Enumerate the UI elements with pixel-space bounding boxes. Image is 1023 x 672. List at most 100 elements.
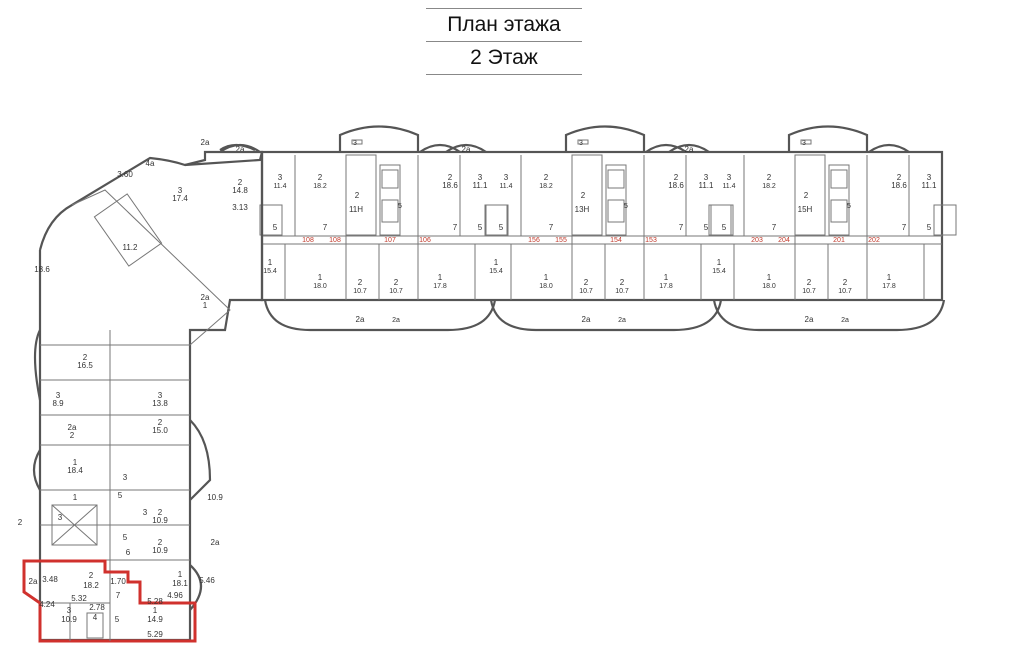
apartment-number: 202 (868, 237, 880, 244)
room-label: 1 (717, 258, 722, 267)
room-label: 2a (685, 145, 694, 154)
room-label: 11.1 (699, 181, 715, 190)
apartment-room-label: 1 (153, 606, 158, 615)
room-label: 10.7 (353, 288, 367, 295)
apartment-room-label: 5.32 (71, 594, 87, 603)
room-label: 5 (118, 491, 123, 500)
room-outline (605, 164, 627, 236)
apartment-number: 201 (833, 237, 845, 244)
room-label: 14.8 (232, 186, 248, 195)
room-label: 1 (887, 273, 892, 282)
apartment-room-label: 4.96 (167, 591, 183, 600)
room-label: 3 (56, 391, 61, 400)
vertical-wing-outline (38, 420, 192, 642)
room-label: 3 (504, 173, 509, 182)
room-label: 10.9 (152, 516, 168, 525)
room-label: 5 (722, 223, 727, 232)
apartment-room-label: 7 (116, 591, 121, 600)
room-label: 18.2 (313, 183, 327, 190)
room-label: 5 (123, 533, 128, 542)
elevator (830, 169, 848, 189)
apartment-room-label: 3 (67, 606, 72, 615)
room-label: 1 (767, 273, 772, 282)
apartment-room-label: 18.2 (83, 581, 99, 590)
room-label: 2 (158, 538, 163, 547)
room-label: 7 (902, 223, 907, 232)
apartment-number: 203 (751, 237, 763, 244)
section-label: 11Н (349, 205, 363, 214)
room-label: 3 (353, 140, 357, 147)
room-label: 2 (620, 278, 625, 287)
balcony-2a (868, 143, 910, 153)
room-label: 3 (178, 186, 183, 195)
room-label: 18.6 (442, 181, 458, 190)
room-label: 2a (201, 138, 210, 147)
room-label: 2a (356, 315, 365, 324)
apartment-room-label: 1 (178, 570, 183, 579)
apartment-number: 107 (384, 237, 396, 244)
room-label: 2a (211, 538, 220, 547)
balcony-2a (668, 143, 710, 153)
room-label: 2a (805, 315, 814, 324)
room-label: 3.13 (232, 203, 248, 212)
room-outline (708, 204, 732, 236)
room-label: 2 (358, 278, 363, 287)
section-label: 15Н (798, 205, 813, 214)
room-outline (828, 164, 850, 236)
room-label: 15.0 (152, 426, 168, 435)
room-outline (571, 154, 603, 236)
room-label: 2 (83, 353, 88, 362)
room-label: 18.2 (762, 183, 776, 190)
plan-title-block: План этажа 2 Этаж (426, 8, 582, 75)
elevator (830, 199, 848, 223)
bays (32, 329, 212, 611)
apartment-number: 156 (528, 237, 540, 244)
room-label: 17.4 (172, 194, 188, 203)
room-label: 2 (581, 191, 586, 200)
room-label: 18.4 (67, 466, 83, 475)
apartment-room-label: 5.46 (199, 576, 215, 585)
room-outline (485, 204, 509, 236)
room-label: 18.6 (891, 181, 907, 190)
apartment-number: 155 (555, 237, 567, 244)
room-label: 11.4 (722, 183, 735, 190)
room-label: 13.8 (152, 399, 168, 408)
bottom-bay (712, 299, 946, 332)
room-label: 2 (18, 518, 23, 527)
apartment-room-label: 14.9 (147, 615, 163, 624)
room-label: 7 (679, 223, 684, 232)
apartment-number: 153 (645, 237, 657, 244)
apartment-room-label: 1.70 (110, 577, 126, 586)
elevator (381, 199, 399, 223)
room-outline (933, 204, 957, 236)
apartment-number: 106 (419, 237, 431, 244)
room-label: 10.7 (615, 288, 629, 295)
room-label: 18.2 (539, 183, 553, 190)
room-label: 5 (499, 223, 504, 232)
apartment-room-label: 5.29 (147, 630, 163, 639)
room-label: 1 (268, 258, 273, 267)
room-label: 3 (478, 173, 483, 182)
room-label: 15.4 (489, 268, 503, 275)
room-label: 2a (392, 317, 400, 324)
room-label: 6 (126, 548, 131, 557)
left-wing-outline (184, 150, 264, 420)
bottom-bay (489, 299, 723, 332)
apartment-number: 108 (302, 237, 314, 244)
room-outline (794, 154, 826, 236)
partition (51, 504, 98, 546)
room-label: 2 (807, 278, 812, 287)
room-label: 2 (158, 418, 163, 427)
room-label: 10.9 (207, 493, 223, 502)
room-label: 11.1 (473, 181, 489, 190)
room-outline (345, 154, 377, 236)
room-label: 5 (478, 223, 483, 232)
room-label: 5 (398, 203, 402, 210)
room-label: 1 (73, 493, 78, 502)
room-label: 18.6 (34, 265, 50, 274)
room-label: 18.0 (762, 283, 776, 290)
room-label: 5 (273, 223, 278, 232)
room-label: 2 (674, 173, 679, 182)
room-label: 1 (318, 273, 323, 282)
room-label: 7 (549, 223, 554, 232)
